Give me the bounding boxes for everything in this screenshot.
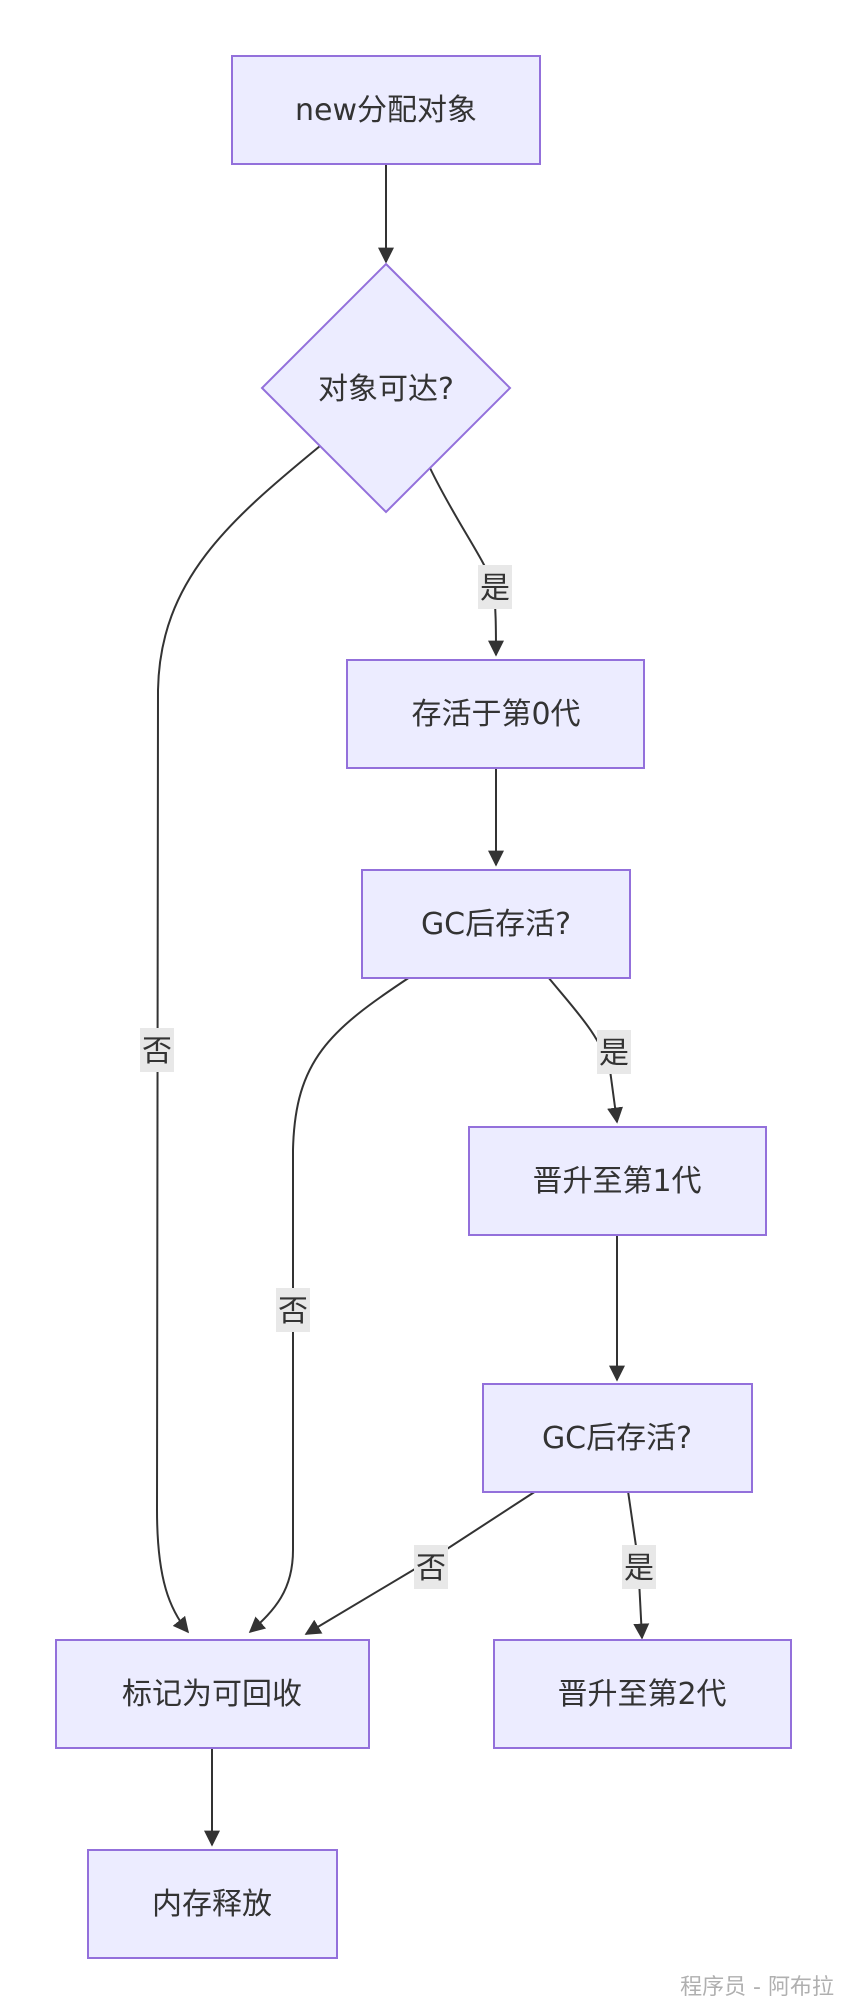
node-reachable-decision: 对象可达? (260, 262, 512, 514)
node-gen1: 晋升至第1代 (468, 1126, 767, 1236)
edge-label-gc1-no: 否 (276, 1288, 310, 1332)
edge-label-reachable-no: 否 (140, 1028, 174, 1072)
edge-label-reachable-yes: 是 (478, 565, 512, 609)
svg-text:是: 是 (480, 571, 510, 606)
svg-text:晋升至第2代: 晋升至第2代 (557, 1677, 726, 1712)
svg-text:是: 是 (624, 1551, 654, 1586)
svg-text:是: 是 (599, 1036, 629, 1071)
svg-text:GC后存活?: GC后存活? (542, 1421, 692, 1456)
svg-text:否: 否 (278, 1294, 308, 1329)
watermark: 程序员 - 阿布拉 (680, 1975, 834, 2000)
svg-text:标记为可回收: 标记为可回收 (122, 1677, 302, 1712)
svg-text:否: 否 (416, 1551, 446, 1586)
node-free: 内存释放 (87, 1849, 338, 1959)
edge-reachable-no (155, 445, 321, 1634)
svg-text:new分配对象: new分配对象 (295, 93, 477, 128)
node-gc1-decision: GC后存活? (361, 869, 631, 979)
node-gen2: 晋升至第2代 (493, 1639, 792, 1749)
svg-text:对象可达?: 对象可达? (318, 372, 454, 407)
edge-label-gc2-no: 否 (414, 1545, 448, 1589)
edge-gc1-no (248, 976, 411, 1634)
svg-text:存活于第0代: 存活于第0代 (411, 697, 580, 732)
edge-label-gc1-yes: 是 (597, 1030, 631, 1074)
node-gen0: 存活于第0代 (346, 659, 645, 769)
edge-label-gc2-yes: 是 (622, 1545, 656, 1589)
node-alloc: new分配对象 (231, 55, 541, 165)
svg-text:晋升至第1代: 晋升至第1代 (532, 1164, 701, 1199)
svg-text:GC后存活?: GC后存活? (421, 907, 571, 942)
edge-reachable-yes (429, 467, 504, 657)
node-gc2-decision: GC后存活? (482, 1383, 753, 1493)
svg-text:否: 否 (142, 1034, 172, 1069)
svg-text:内存释放: 内存释放 (152, 1887, 272, 1922)
node-mark: 标记为可回收 (55, 1639, 370, 1749)
